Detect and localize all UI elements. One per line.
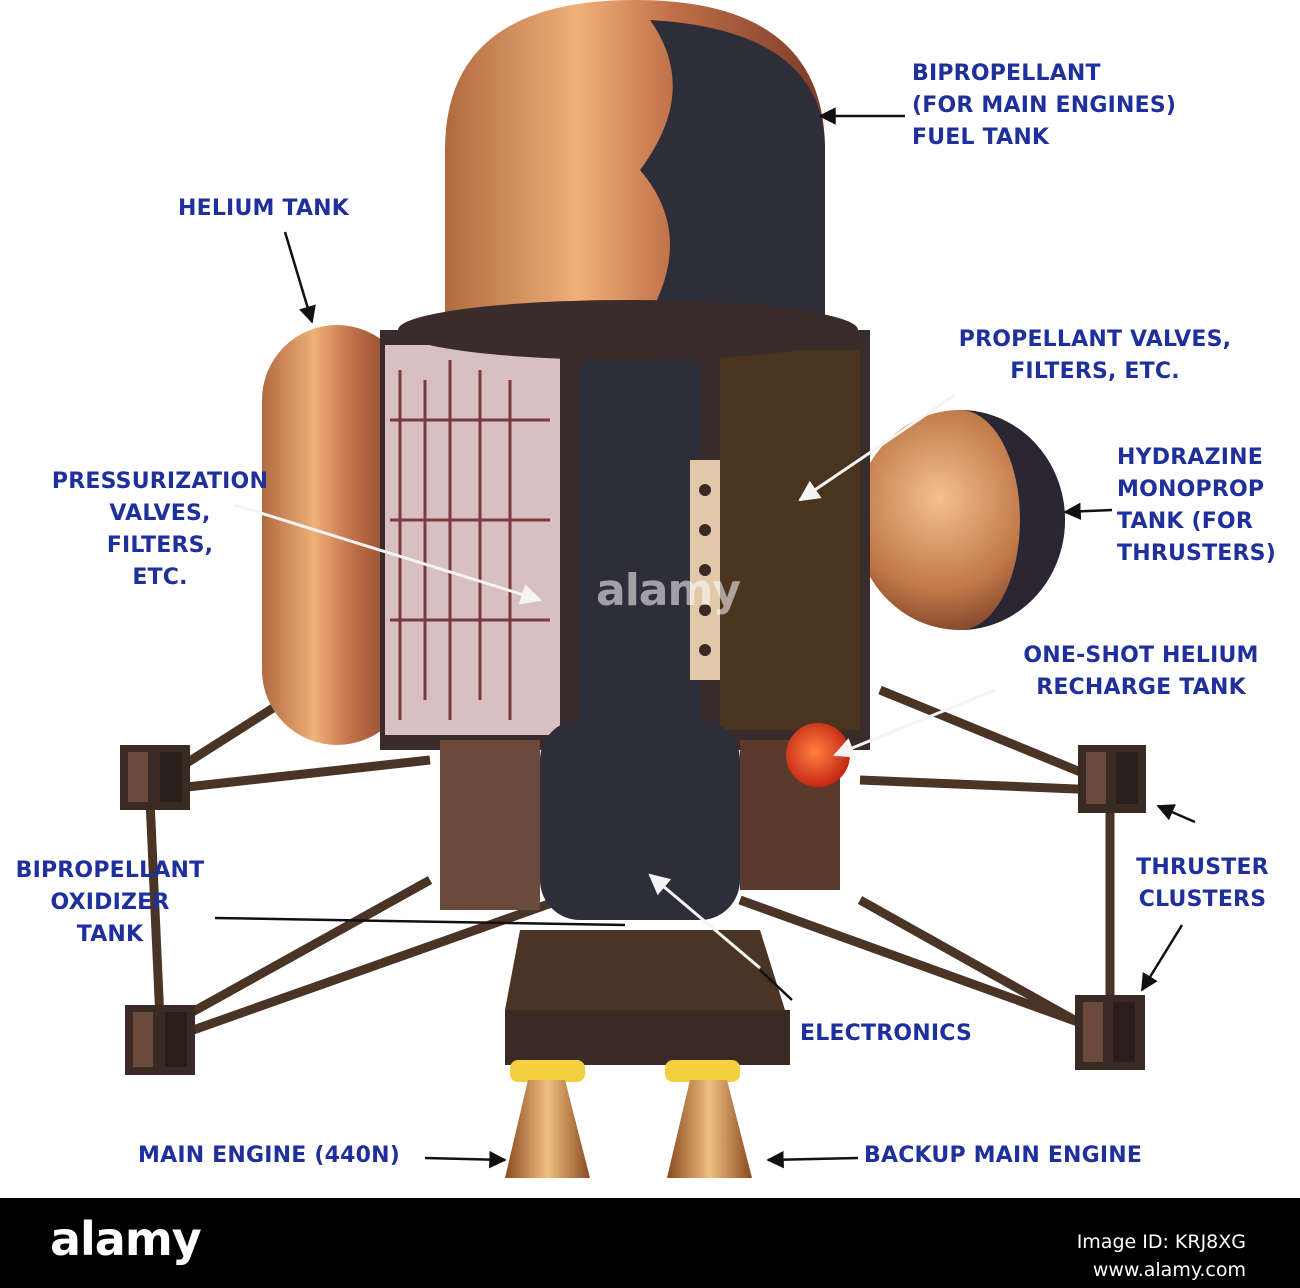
thruster-cluster-left-bottom xyxy=(125,1005,195,1075)
engine-mount xyxy=(505,930,785,1010)
site-url: www.alamy.com xyxy=(1092,1259,1246,1281)
watermark-text: alamy xyxy=(596,565,741,616)
thruster-cluster-right-bottom xyxy=(1075,995,1145,1070)
label-pressurization-valves: PRESSURIZATION VALVES, FILTERS, ETC. xyxy=(51,469,269,590)
label-one-shot-helium: ONE-SHOT HELIUM RECHARGE TANK xyxy=(1023,643,1259,700)
main-engine-nozzle xyxy=(505,1080,590,1178)
image-id: Image ID: KRJ8XG xyxy=(1076,1231,1246,1253)
label-propellant-valves: PROPELLANT VALVES, FILTERS, ETC. xyxy=(958,327,1232,384)
image-id-block: Image ID: KRJ8XG www.alamy.com xyxy=(1077,1228,1246,1284)
stock-footer-bar: alamy Image ID: KRJ8XG www.alamy.com xyxy=(0,1198,1300,1288)
spacecraft-diagram: alamy BIPROPELLANT (FOR MAIN ENGINES) FU… xyxy=(15,0,1276,1178)
label-helium-tank: HELIUM TANK xyxy=(178,196,350,221)
helium-tank-shape xyxy=(262,325,412,745)
helium-recharge-tank-shape xyxy=(786,723,850,787)
thruster-cluster-left-top xyxy=(120,745,190,810)
thruster-cluster-right-top xyxy=(1078,745,1146,813)
oxidizer-tank-shape xyxy=(540,720,740,920)
plumbing-lines xyxy=(390,360,550,720)
label-electronics: ELECTRONICS xyxy=(800,1021,973,1046)
label-main-engine: MAIN ENGINE (440N) xyxy=(138,1143,401,1168)
brand-logo: alamy xyxy=(50,1212,202,1266)
label-backup-main-engine: BACKUP MAIN ENGINE xyxy=(864,1143,1143,1168)
label-hydrazine-tank: HYDRAZINE MONOPROP TANK (FOR THRUSTERS) xyxy=(1117,445,1276,566)
leader-arrows xyxy=(214,107,1196,1169)
backup-engine-nozzle xyxy=(667,1080,752,1178)
label-bipropellant-fuel-tank: BIPROPELLANT (FOR MAIN ENGINES) FUEL TAN… xyxy=(912,61,1177,150)
leader-arrows-white xyxy=(234,393,996,970)
spacecraft-illustration xyxy=(120,0,1196,1178)
label-bipropellant-oxidizer: BIPROPELLANT OXIDIZER TANK xyxy=(15,858,205,947)
label-thruster-clusters: THRUSTER CLUSTERS xyxy=(1136,855,1269,912)
